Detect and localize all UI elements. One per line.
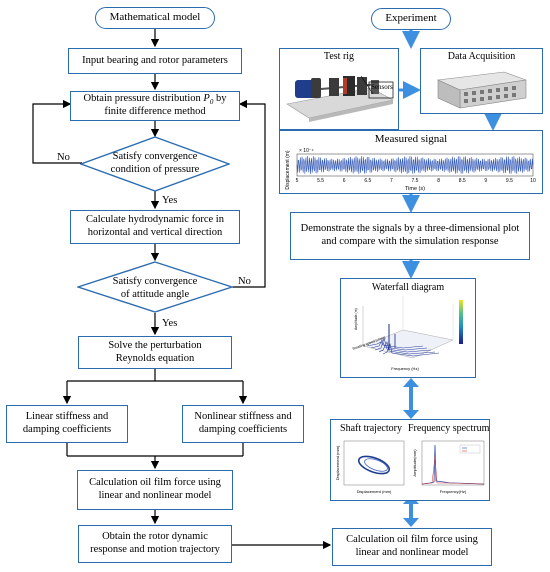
test-rig-illustration: [286, 75, 394, 122]
trajectory-spectrum-panel: [330, 419, 490, 501]
linear-coefficients-box: Linear stiffness and damping coefficient…: [6, 405, 128, 443]
signal-x-tick: 7: [390, 178, 393, 184]
experiment-header: Experiment: [371, 8, 451, 30]
no-label-pressure: No: [57, 152, 70, 163]
test-rig-title: Test rig: [323, 51, 355, 62]
measured-exponent: × 10⁻⁴: [299, 148, 314, 154]
nonlinear-coefficients-box: Nonlinear stiffness and damping coeffici…: [182, 405, 304, 443]
data-acquisition-device: [436, 71, 527, 109]
waterfall-title: Waterfall diagram: [371, 282, 445, 293]
convergence-attitude-text: Satisfy convergence of attitude angle: [112, 276, 198, 300]
perturbation-box: Solve the perturbation Reynolds equation: [78, 336, 232, 369]
loop-no-attitude: [232, 99, 266, 288]
shaft-xlabel: Displacement (mm): [357, 489, 392, 494]
freq-ylabel: Amplitude(mm): [412, 449, 417, 477]
signal-x-tick: 9: [484, 178, 487, 184]
shaft-ylabel: Displacement (mm): [335, 445, 340, 480]
blue-arrow-head-up: [403, 378, 419, 387]
signal-tick-labels: 5 5.5 6 6.5 7 7.5 8 8.5 9 9.5 10: [296, 178, 536, 184]
blue-arrow-head-down: [403, 410, 419, 419]
data-acquisition-title: Data Acquisition: [447, 51, 516, 62]
signal-trace: [296, 156, 534, 174]
signal-x-tick: 7.5: [412, 178, 419, 184]
waterfall-panel: [340, 278, 476, 378]
measured-signal-plot: × 10⁻⁴ Displacement (m) 5 5.5 6 6.5 7 7.5 8 8.5…: [285, 148, 536, 192]
signal-x-tick: 6.5: [364, 178, 371, 184]
signal-x-tick: 5: [296, 178, 299, 184]
pressure-text-line2: finite difference method: [104, 106, 206, 118]
convergence-pressure-diamond: [80, 136, 230, 192]
freq-xlabel: Frequency(Hz): [440, 489, 467, 494]
loop-no-pressure: [32, 99, 82, 164]
shaft-trajectory-title: Shaft trajectory: [340, 423, 402, 434]
waterfall-xlabel: Frequency (Hz): [391, 366, 419, 371]
rotor-response-box: Obtain the rotor dynamic response and mo…: [78, 525, 232, 563]
input-parameters-box: Input bearing and rotor parameters: [68, 48, 242, 74]
mathematical-model-header: Mathematical model: [95, 7, 215, 29]
signal-x-tick: 10: [530, 178, 536, 184]
signal-x-tick: 5.5: [317, 178, 324, 184]
no-label-attitude: No: [238, 276, 251, 287]
waterfall-plot: Frequency (Hz) Rotating speed (r/min) Am…: [352, 296, 463, 371]
signal-x-tick: 9.5: [506, 178, 513, 184]
measured-ylabel: Displacement (m): [285, 150, 291, 190]
frequency-spectrum-plot: Frequency(Hz) Amplitude(mm): [412, 440, 485, 494]
signal-x-tick: 8: [437, 178, 440, 184]
yes-label-attitude: Yes: [162, 318, 178, 329]
shaft-trajectory-plot: Displacement (mm) Displacement (mm): [335, 440, 405, 494]
demonstrate-box: Demonstrate the signals by a three-dimen…: [290, 212, 530, 260]
frequency-spectrum-title: Frequency spectrum: [408, 423, 490, 434]
measured-xlabel: Time (s): [405, 186, 425, 192]
blue-arrow-head-down-2: [403, 518, 419, 527]
convergence-attitude-diamond: [77, 261, 233, 313]
convergence-pressure-text: Satisfy convergence condition of pressur…: [110, 151, 200, 175]
oil-film-force-box-right: Calculation oil film force using linear …: [332, 528, 492, 566]
waterfall-zlabel: Amplitude (m): [354, 308, 358, 330]
pressure-text-line1: Obtain pressure distribution P0 by: [83, 92, 227, 107]
oil-film-force-box-left: Calculation oil film force using linear …: [77, 470, 233, 510]
signal-x-tick: 6: [343, 178, 346, 184]
yes-label-pressure: Yes: [162, 195, 178, 206]
sensors-label: Sensors: [371, 83, 393, 91]
pressure-distribution-box: Obtain pressure distribution P0 by finit…: [70, 91, 240, 121]
hydrodynamic-force-box: Calculate hydrodynamic force in horizont…: [70, 210, 240, 244]
signal-waveform: [296, 156, 534, 174]
measured-signal-title: Measured signal: [374, 133, 448, 145]
signal-x-tick: 8.5: [459, 178, 466, 184]
